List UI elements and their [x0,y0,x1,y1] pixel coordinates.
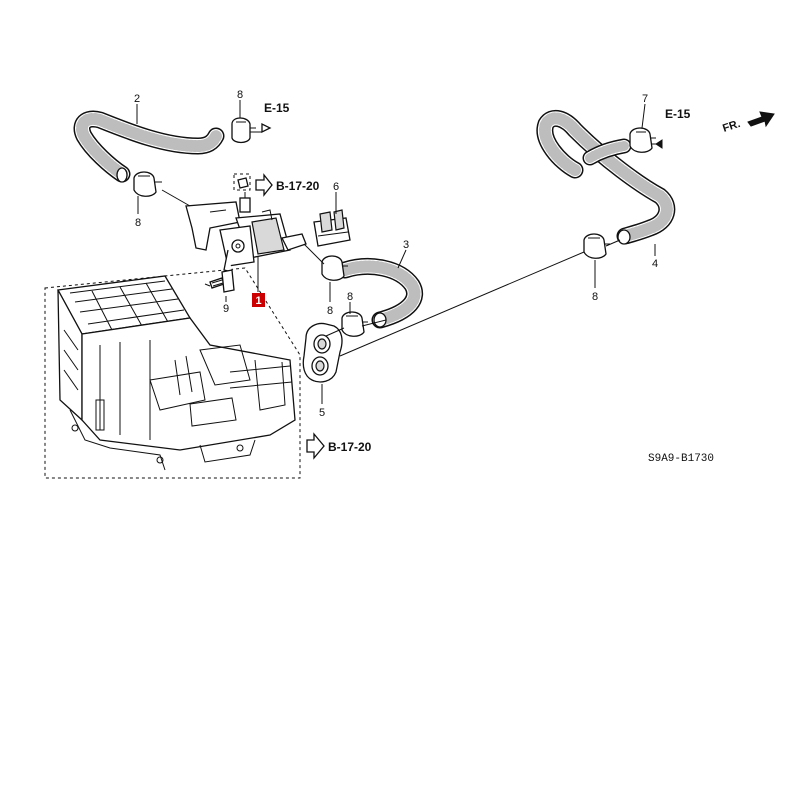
ref-b1720-bottom-label: B-17-20 [328,440,372,454]
callout-3: 3 [403,239,409,251]
ref-b1720-top-label: B-17-20 [276,179,320,193]
bolt-9 [209,269,235,293]
water-valve [185,192,307,273]
front-arrow-icon [747,111,775,128]
hose-4 [536,109,676,245]
hose-2 [73,110,225,183]
callout-9: 9 [223,303,229,315]
clamp-8-middle [321,255,348,281]
front-direction-label: FR. [721,118,742,135]
callout-7: 7 [642,93,648,105]
grommet-6 [313,209,351,247]
callout-1-highlight: 1 [252,293,265,307]
grommet-5 [302,322,343,383]
callout-8-left: 8 [135,217,141,229]
ref-b1720-bottom: B-17-20 [306,432,372,460]
clamp-8-lower [341,311,368,337]
callout-6: 6 [333,181,339,193]
ref-e15-right-label: E-15 [665,107,691,121]
callout-leaders [136,100,656,404]
diagram-code: S9A9-B1730 [648,453,714,465]
hose-3 [336,258,424,329]
callout-8-top: 8 [237,89,243,101]
ref-e15-left: E-15 [261,101,290,134]
callout-2: 2 [134,93,140,105]
callout-1: 1 [255,295,261,307]
clamp-8-top [231,117,256,144]
callout-8-middle: 8 [327,305,333,317]
assembly-lines [161,131,662,357]
ref-e15-right: E-15 [655,107,691,149]
heater-unit [44,267,301,479]
callout-8-lower: 8 [347,291,353,303]
callout-4: 4 [652,258,658,270]
callout-8-right: 8 [592,291,598,303]
ref-e15-left-label: E-15 [264,101,290,115]
clamp-7 [629,127,656,153]
clamp-8-right [583,233,610,259]
clamp-8-upper-left [133,171,162,197]
ref-b1720-top: B-17-20 [255,173,320,197]
callout-5: 5 [319,407,325,419]
front-direction-indicator: FR. [721,111,775,135]
valve-clip [233,173,251,191]
